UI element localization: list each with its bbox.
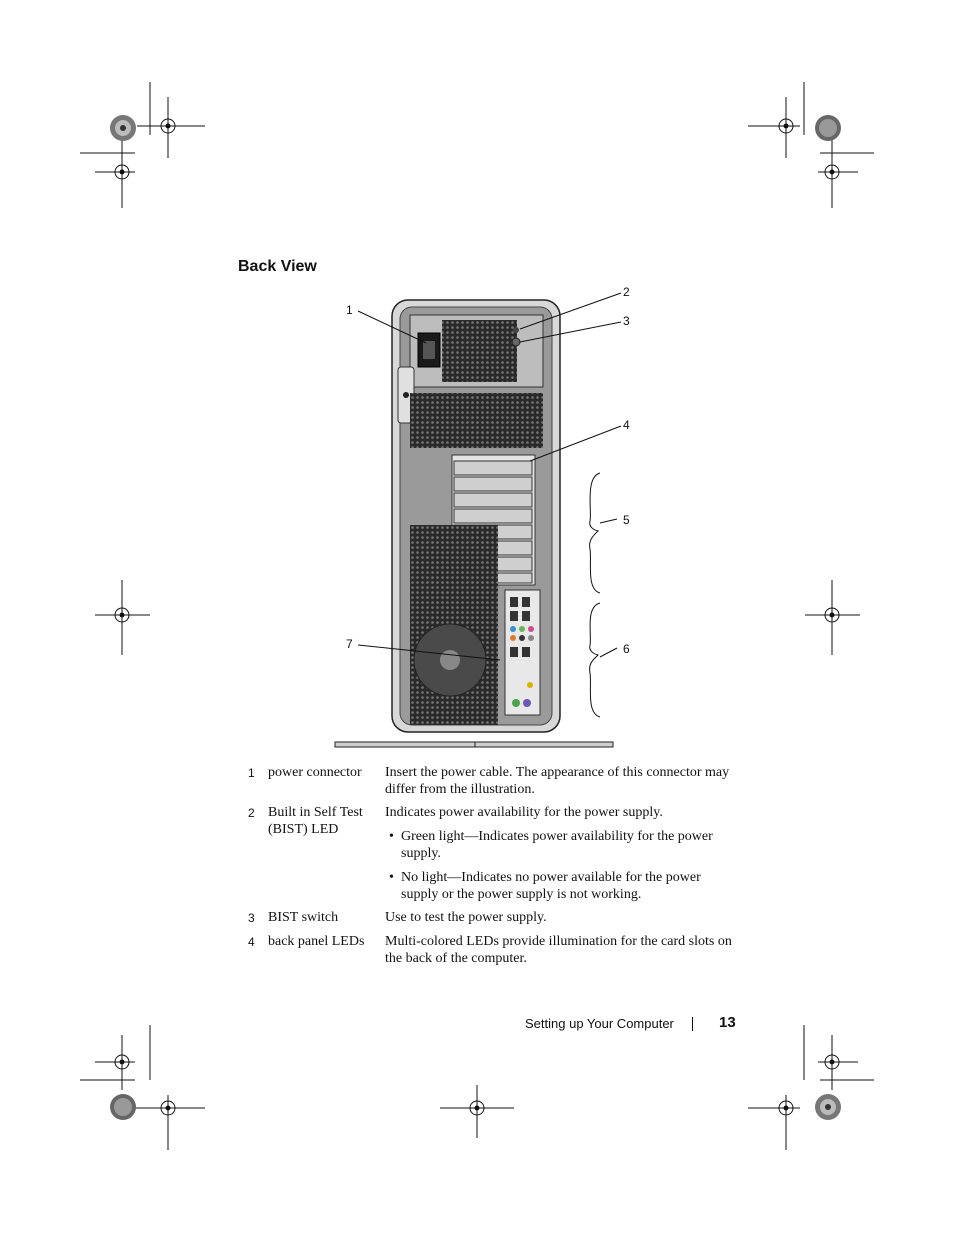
section-heading: Back View [238,258,317,275]
brace-6 [589,602,601,718]
footer-separator [692,1017,693,1031]
legend-description-block: Indicates power availability for the pow… [385,804,735,903]
callout-1: 1 [346,303,353,317]
legend-number: 1 [248,766,255,780]
legend-number: 2 [248,806,255,820]
computer-back-illustration [334,292,622,748]
callout-3: 3 [623,314,630,328]
bullet-item: • No light—Indicates no power available … [385,869,735,903]
legend-description: Insert the power cable. The appearance o… [385,765,730,797]
bist-switch [511,337,521,347]
callout-5: 5 [623,513,630,527]
legend-term: BIST switch [268,910,339,925]
callout-6: 6 [623,642,630,656]
bullet-text: No light—Indicates no power available fo… [401,870,701,902]
stand [334,741,614,748]
callout-2: 2 [623,285,630,299]
legend-number: 3 [248,911,255,925]
legend-term: Built in Self Test (BIST) LED [268,805,363,837]
bist-led [513,327,519,333]
callout-7: 7 [346,637,353,651]
bullet-glyph: • [389,829,394,844]
bullet-item: • Green light—Indicates power availabili… [385,828,735,862]
callout-4: 4 [623,418,630,432]
legend-description: Use to test the power supply. [385,910,547,925]
legend-row: 2 Built in Self Test (BIST) LED Indicate… [238,804,738,903]
page-number: 13 [719,1014,736,1031]
brace-5 [589,472,601,594]
legend-row: 3 BIST switch Use to test the power supp… [238,909,738,927]
bullet-glyph: • [389,870,394,885]
bullet-text: Green light—Indicates power availability… [401,829,713,861]
legend-description: Multi-colored LEDs provide illumination … [385,934,732,966]
legend-term: power connector [268,765,362,780]
legend-description: Indicates power availability for the pow… [385,805,663,820]
legend-term: back panel LEDs [268,934,365,949]
legend-number: 4 [248,935,255,949]
legend-table: 1 power connector Insert the power cable… [238,764,738,973]
legend-row: 4 back panel LEDs Multi-colored LEDs pro… [238,933,738,967]
legend-row: 1 power connector Insert the power cable… [238,764,738,798]
footer-chapter-title: Setting up Your Computer [525,1016,674,1031]
